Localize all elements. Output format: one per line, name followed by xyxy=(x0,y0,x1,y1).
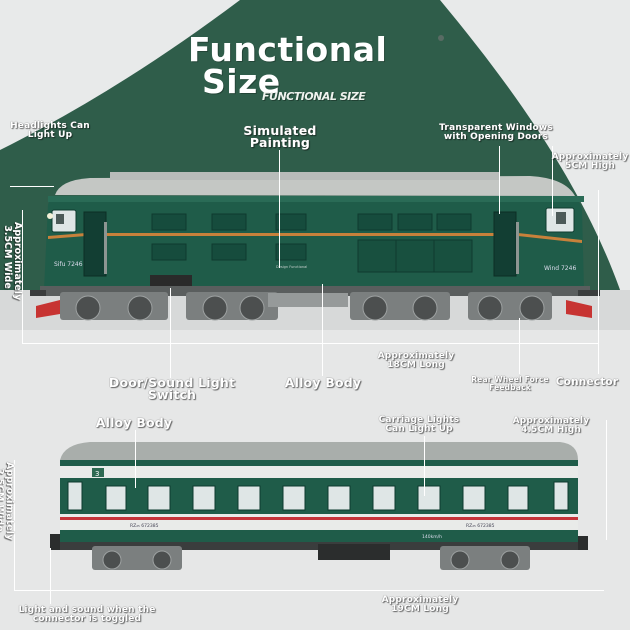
locomotive-model: Sifu 7246 Wind 7246 Design Functional xyxy=(30,172,600,321)
label-car-height: Approximately 4.5CM High xyxy=(512,416,590,435)
label-loco-length: Approximately 18CM Long xyxy=(377,351,455,370)
carriage-number: 3 xyxy=(95,470,99,478)
headline-subtitle: FUNCTIONAL SIZE xyxy=(262,90,366,103)
callout-line-loco-width xyxy=(22,210,23,344)
carriage-end-window-left xyxy=(67,481,83,511)
headline-line-2: Size xyxy=(202,62,281,101)
locomotive-roof xyxy=(55,176,575,196)
callout-line-windows xyxy=(499,146,500,214)
label-light-sound-toggle: Light and sound when the connector is to… xyxy=(18,605,156,624)
carriage-top-band xyxy=(60,466,578,478)
label-door-sound-switch: Door/Sound Light Switch xyxy=(108,375,236,402)
label-alloy-body: Alloy Body xyxy=(284,375,362,390)
label-loco-width: Approximately 3.5CM Wide xyxy=(2,222,24,301)
locomotive-front-buffer xyxy=(36,300,60,318)
carriage-connector-right xyxy=(578,536,588,550)
carriage-roof xyxy=(60,442,578,460)
locomotive-door-left xyxy=(83,211,107,277)
callout-line-painting xyxy=(279,150,280,268)
carriage-red-stripe xyxy=(60,517,578,520)
headline-line-1: Functional xyxy=(188,30,388,69)
label-simulated-painting: Simulated Painting xyxy=(243,123,317,150)
callout-line-car-height xyxy=(606,420,607,540)
carriage-model: 3 RZ₂₅ 672385 RZ₂₅ 672385 140km/h xyxy=(50,442,588,570)
locomotive-body-mark: Design Functional xyxy=(276,265,307,269)
carriage-window xyxy=(105,485,127,511)
carriage-end-window-right xyxy=(553,481,569,511)
label-transparent-windows: Transparent Windows with Opening Doors xyxy=(439,123,553,142)
callout-line-car-sound xyxy=(50,548,51,604)
locomotive-switch-block xyxy=(150,275,192,289)
callout-line-car-lights xyxy=(424,436,425,496)
callout-line-car-width xyxy=(14,460,15,590)
callout-line-length xyxy=(22,343,598,344)
carriage-code-right: RZ₂₅ 672385 xyxy=(466,523,495,529)
locomotive-frame xyxy=(40,286,590,296)
callout-line-alloy xyxy=(322,284,323,376)
label-loco-height: Approximately 5CM High xyxy=(551,152,629,171)
carriage-underbox xyxy=(318,544,390,560)
carriage-connector-left xyxy=(50,534,60,550)
callout-line-switch xyxy=(170,288,171,378)
callout-line-headlights xyxy=(10,186,54,187)
carriage-speed-label: 140km/h xyxy=(422,534,442,540)
locomotive-rear-buffer xyxy=(566,300,592,318)
label-headlights: Headlights Can Light Up xyxy=(10,121,90,140)
callout-line-car-length xyxy=(14,590,604,591)
headline: Functional Size xyxy=(188,33,387,101)
callout-line-height xyxy=(552,146,553,216)
label-car-alloy-body: Alloy Body xyxy=(95,415,173,430)
locomotive-number-right: Wind 7246 xyxy=(544,265,576,272)
label-car-width: Approximately 3.5CM Wide xyxy=(0,462,15,541)
carriage-code-left: RZ₂₅ 672385 xyxy=(130,523,159,529)
locomotive-door-right xyxy=(493,211,517,277)
label-rear-wheel-feedback: Rear Wheel Force Feedback xyxy=(471,375,549,392)
locomotive-roof-vent xyxy=(110,172,500,180)
locomotive-number-left: Sifu 7246 xyxy=(54,261,83,268)
callout-line-car-alloy xyxy=(135,430,136,488)
locomotive-grille xyxy=(151,213,187,231)
locomotive-stripe xyxy=(106,233,496,236)
callout-line-connector xyxy=(598,190,599,374)
locomotive-body-highlight xyxy=(48,196,584,202)
label-connector: Connector xyxy=(555,376,619,388)
locomotive-connector xyxy=(578,290,600,296)
label-carriage-lights: Carriage Lights Can Light Up xyxy=(378,415,460,434)
label-car-length: Approximately 19CM Long xyxy=(381,595,459,614)
callout-line-feedback xyxy=(519,318,520,374)
locomotive-headlight xyxy=(47,213,53,219)
locomotive-fuel-tank xyxy=(268,293,348,307)
